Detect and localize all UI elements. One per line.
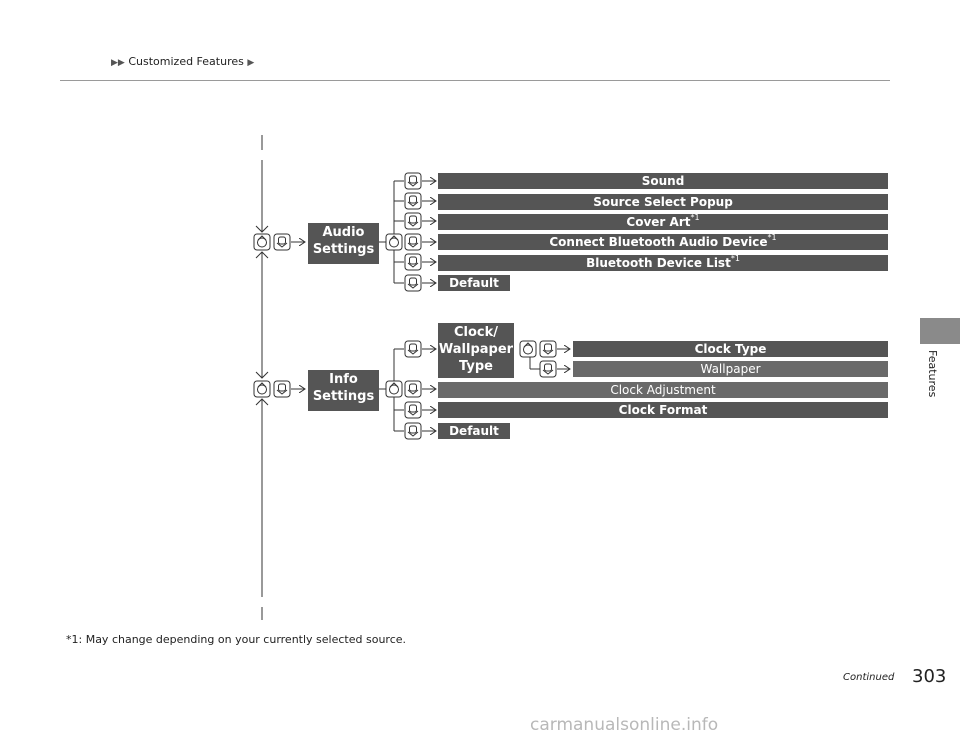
up-arrow-icon bbox=[255, 398, 269, 406]
menu-item-audio-default: Default bbox=[438, 275, 510, 291]
selector-button-icon bbox=[404, 340, 422, 358]
knob-icon bbox=[385, 233, 403, 251]
selector-button-icon bbox=[404, 401, 422, 419]
menu-item-source-select-popup: Source Select Popup bbox=[438, 194, 888, 210]
breadcrumb-arrow-icon: ▶ bbox=[247, 58, 255, 68]
menu-label: Clock/ bbox=[453, 325, 499, 340]
audio-settings-menu: Audio Settings bbox=[308, 223, 379, 264]
footnote-ref: *1 bbox=[767, 233, 777, 242]
selector-button-icon bbox=[404, 274, 422, 292]
footnote: *1: May change depending on your current… bbox=[66, 633, 407, 646]
menu-item-bluetooth-device-list: Bluetooth Device List*1 bbox=[438, 255, 888, 271]
menu-label: Wallpaper bbox=[438, 342, 514, 357]
breadcrumb-text: Customized Features bbox=[128, 55, 244, 68]
selector-button-icon bbox=[273, 380, 291, 398]
down-arrow-icon bbox=[255, 225, 269, 233]
menu-item-clock-type: Clock Type bbox=[573, 341, 888, 357]
selector-button-icon bbox=[404, 253, 422, 271]
up-arrow-icon bbox=[255, 251, 269, 259]
menu-item-sound: Sound bbox=[438, 173, 888, 189]
info-settings-menu: Info Settings bbox=[308, 370, 379, 411]
footnote-ref: *1 bbox=[730, 254, 740, 263]
selector-button-icon bbox=[539, 340, 557, 358]
chapter-tab bbox=[920, 318, 960, 344]
knob-icon bbox=[253, 380, 271, 398]
selector-button-icon bbox=[273, 233, 291, 251]
selector-button-icon bbox=[404, 172, 422, 190]
menu-item-connect-bluetooth: Connect Bluetooth Audio Device*1 bbox=[438, 234, 888, 250]
knob-icon bbox=[253, 233, 271, 251]
header-rule bbox=[60, 80, 890, 81]
clock-wallpaper-type-menu: Clock/ Wallpaper Type bbox=[438, 323, 514, 378]
selector-button-icon bbox=[404, 233, 422, 251]
page-number: 303 bbox=[912, 666, 947, 687]
menu-item-clock-format: Clock Format bbox=[438, 402, 888, 418]
menu-item-clock-adjustment: Clock Adjustment bbox=[438, 382, 888, 398]
selector-button-icon bbox=[404, 380, 422, 398]
watermark: carmanualsonline.info bbox=[530, 715, 719, 735]
continued-label: Continued bbox=[843, 672, 895, 683]
menu-item-wallpaper: Wallpaper bbox=[573, 361, 888, 377]
knob-icon bbox=[385, 380, 403, 398]
breadcrumb-arrow-icon: ▶▶ bbox=[111, 58, 125, 68]
menu-label: Settings bbox=[312, 242, 375, 257]
menu-item-cover-art: Cover Art*1 bbox=[438, 214, 888, 230]
knob-icon bbox=[519, 340, 537, 358]
menu-label: Info bbox=[329, 372, 358, 387]
menu-label: Type bbox=[459, 359, 493, 374]
menu-label: Settings bbox=[312, 389, 375, 404]
selector-button-icon bbox=[404, 192, 422, 210]
menu-label: Audio bbox=[322, 225, 365, 240]
selector-button-icon bbox=[404, 212, 422, 230]
selector-button-icon bbox=[404, 422, 422, 440]
menu-item-info-default: Default bbox=[438, 423, 510, 439]
down-arrow-icon bbox=[255, 371, 269, 379]
breadcrumb: ▶▶ Customized Features ▶ bbox=[111, 55, 254, 68]
selector-button-icon bbox=[539, 360, 557, 378]
footnote-ref: *1 bbox=[690, 213, 700, 222]
